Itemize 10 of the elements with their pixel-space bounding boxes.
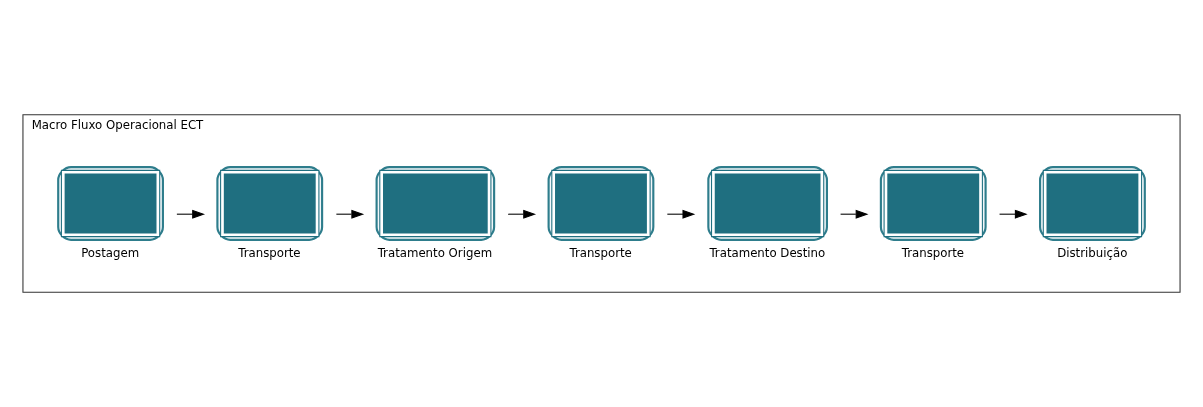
node-label: Transporte [238,245,301,260]
node-label: Transporte [569,245,632,260]
arrow [335,209,365,219]
node-label: Transporte [901,245,965,260]
arrow [507,209,537,219]
node-label: Tratamento Destino [709,245,826,260]
node-label: Distribuição [1057,245,1128,260]
node-label: Postagem [81,245,140,260]
node-label: Tratamento Origem [377,245,493,260]
arrow [840,209,869,219]
